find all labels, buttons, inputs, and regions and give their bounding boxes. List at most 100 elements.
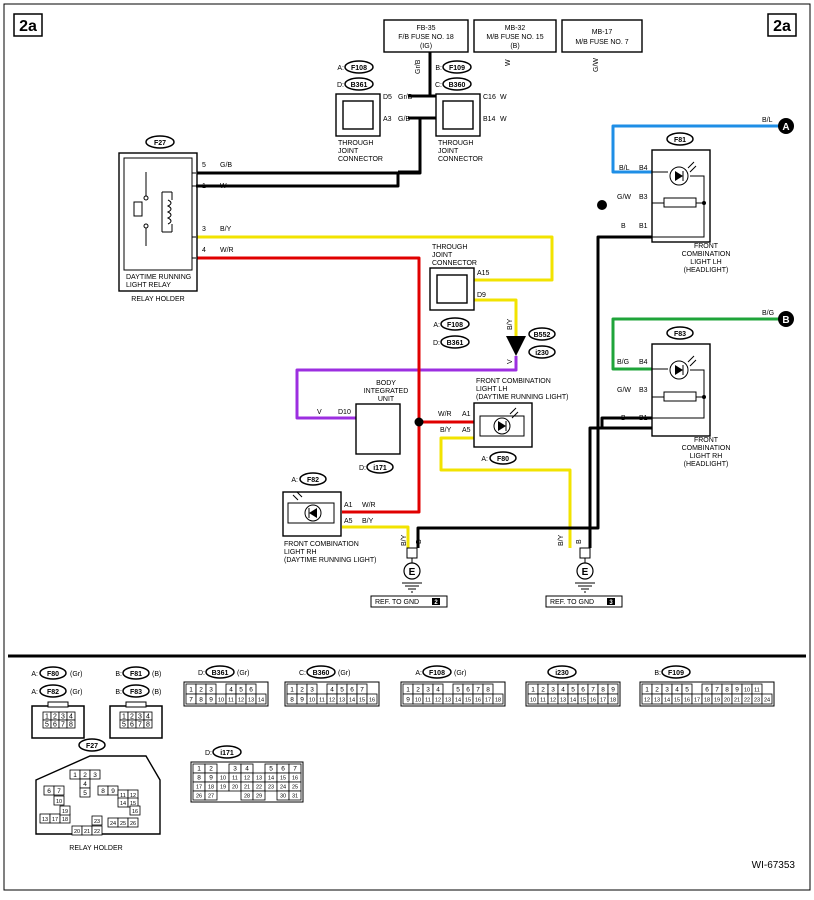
conn-i171-pin: 21 [244, 785, 250, 791]
fuse-mb32-name: M/B FUSE NO. 15 [486, 34, 543, 41]
conn-f108-pin: 12 [435, 698, 441, 704]
conn-i171-pin: 8 [197, 775, 201, 782]
conn-f27-pin: 26 [130, 821, 136, 827]
conn-i171-ref: i171 [220, 750, 234, 757]
svg-text:4: 4 [69, 714, 73, 721]
conn-i171-pin: 29 [256, 794, 262, 800]
conn-f109-pin: 10 [744, 688, 750, 694]
svg-text:6: 6 [130, 722, 134, 729]
svg-text:1: 1 [45, 714, 49, 721]
conn-i230-pin: 7 [591, 687, 595, 694]
conn-f82-ref: F82 [47, 689, 59, 696]
front-combination-light-lh-drl: FRONT COMBINATION LIGHT LH (DAYTIME RUNN… [438, 378, 568, 465]
conn-f109-pin: 20 [724, 698, 730, 704]
svg-text:A:: A: [337, 65, 344, 72]
conn-f81-prefix: B: [115, 671, 122, 678]
lh-head-wire-b1: B [621, 223, 626, 230]
lh-drl-pin2: A5 [462, 427, 471, 434]
front-combination-light-lh-headlight: B: F81 B/L B4 G/W B3 B B1 FRONT COMBINAT… [617, 132, 730, 274]
conn-f83-ref: F83 [130, 689, 142, 696]
lh-drl-pin1: A1 [462, 411, 471, 418]
conn-f27-pin: 4 [83, 781, 87, 788]
conn-f109-pin: 1 [645, 687, 649, 694]
conn-f80-color: (Gr) [70, 671, 82, 678]
svg-text:5: 5 [45, 722, 49, 729]
conn-b361-pin: 3 [209, 687, 213, 694]
svg-text:7: 7 [138, 722, 142, 729]
joint1-wire2: G/B [398, 116, 410, 123]
conn-f27-pin: 21 [84, 829, 90, 835]
joint3-wire: B/Y [507, 318, 514, 330]
conn-b360-pin: 14 [349, 698, 355, 704]
joint3-label-2: JOINT [432, 252, 453, 259]
daytime-running-light-relay: F27 5 G/B 1 W 3 B/Y 4 W/R DAYTIME RUNNIN… [118, 135, 234, 303]
conn-i230-pin: 15 [580, 698, 586, 704]
relay-pin-4: 4 [202, 247, 206, 254]
fuse-fb35-id: FB-35 [416, 25, 435, 32]
conn-i171-pin: 10 [220, 776, 226, 782]
relay-pin-5: 5 [202, 162, 206, 169]
conn-b360-pin: 6 [350, 687, 354, 694]
rh-head-pin-b4: B4 [639, 359, 648, 366]
connector-f81-f83: B: F81 (B) B: F83 (B) 1 2 3 4 5 6 7 8 [109, 666, 163, 739]
joint-connector-2: F109 B: B360 C: C16 W B14 W THROUGH JOIN… [435, 60, 507, 163]
lh-head-pin-b3: B3 [639, 194, 648, 201]
wire-b-y-relay [196, 235, 554, 282]
front-combination-light-rh-headlight: B: F83 B/G B4 G/W B3 B B1 FRONT COMBINAT… [617, 326, 731, 468]
rh-drl-ref: F82 [307, 477, 319, 484]
joint1-label-2: JOINT [338, 148, 359, 155]
conn-f108-pin: 16 [475, 698, 481, 704]
svg-text:E: E [409, 567, 416, 578]
conn-f108-pin: 7 [476, 687, 480, 694]
conn-i171-pin: 23 [268, 785, 274, 791]
conn-b361-color: (Gr) [237, 670, 249, 677]
svg-text:8: 8 [69, 722, 73, 729]
conn-b360-pin: 12 [329, 698, 335, 704]
biu-label-3: UNIT [378, 396, 395, 403]
conn-f109-pin: 12 [644, 698, 650, 704]
conn-f80-prefix: A: [31, 671, 38, 678]
lh-head-ref: F81 [674, 137, 686, 144]
fuse-mb32-sub: (B) [510, 43, 519, 50]
rh-drl-pin2: A5 [344, 518, 353, 525]
lh-head-wire-b4: B/L [619, 165, 630, 172]
conn-i171-pin: 2 [209, 766, 213, 773]
conn-b361-pin: 9 [209, 697, 213, 704]
conn-i171-pin: 13 [256, 776, 262, 782]
conn-f80-pins: 1 2 3 4 5 6 7 8 [42, 711, 76, 729]
svg-text:2: 2 [130, 714, 134, 721]
wire-b-g [611, 317, 782, 371]
joint3-label-1: THROUGH [432, 244, 467, 251]
conn-i171-pin: 24 [280, 785, 286, 791]
conn-f27-pin: 10 [56, 799, 62, 805]
wire-w-relay [196, 172, 400, 188]
rh-head-in-wire: B/G [762, 310, 774, 317]
conn-i230-pin: 6 [581, 687, 585, 694]
splice-b552: B552 i230 [506, 327, 556, 359]
conn-b360-pin: 8 [290, 697, 294, 704]
conn-b361-pin: 13 [248, 698, 254, 704]
joint2-wire1: W [500, 94, 507, 101]
conn-f27-pin: 12 [130, 793, 136, 799]
conn-b360-pin: 13 [339, 698, 345, 704]
conn-i230-pin: 4 [561, 687, 565, 694]
conn-f108-pin: 13 [445, 698, 451, 704]
ground2-wire2: B [576, 539, 583, 544]
wire-g-b [196, 116, 422, 175]
conn-b360-ref: B360 [313, 670, 330, 677]
joint-connector-3: THROUGH JOINT CONNECTOR A15 D9 F108 A: B… [429, 244, 490, 349]
joint1-a-ref: F108 [351, 65, 367, 72]
fuse-fb35-sub: (IG) [420, 43, 432, 50]
conn-f108-pin: 14 [455, 698, 461, 704]
lh-head-label-1: FRONT [694, 243, 719, 250]
fuse-fb35-wire: Gr/B [415, 59, 422, 74]
rh-head-label-2: COMBINATION [682, 445, 731, 452]
ground-1: B/Y B E REF. TO GND 2 [370, 534, 448, 608]
conn-b361-pin: 4 [229, 687, 233, 694]
fuse-mb17-name: M/B FUSE NO. 7 [575, 39, 628, 46]
rh-drl-label-2: LIGHT RH [284, 549, 317, 556]
ground-2: B/Y B E REF. TO GND 3 [545, 534, 623, 608]
svg-text:A:: A: [291, 477, 298, 484]
